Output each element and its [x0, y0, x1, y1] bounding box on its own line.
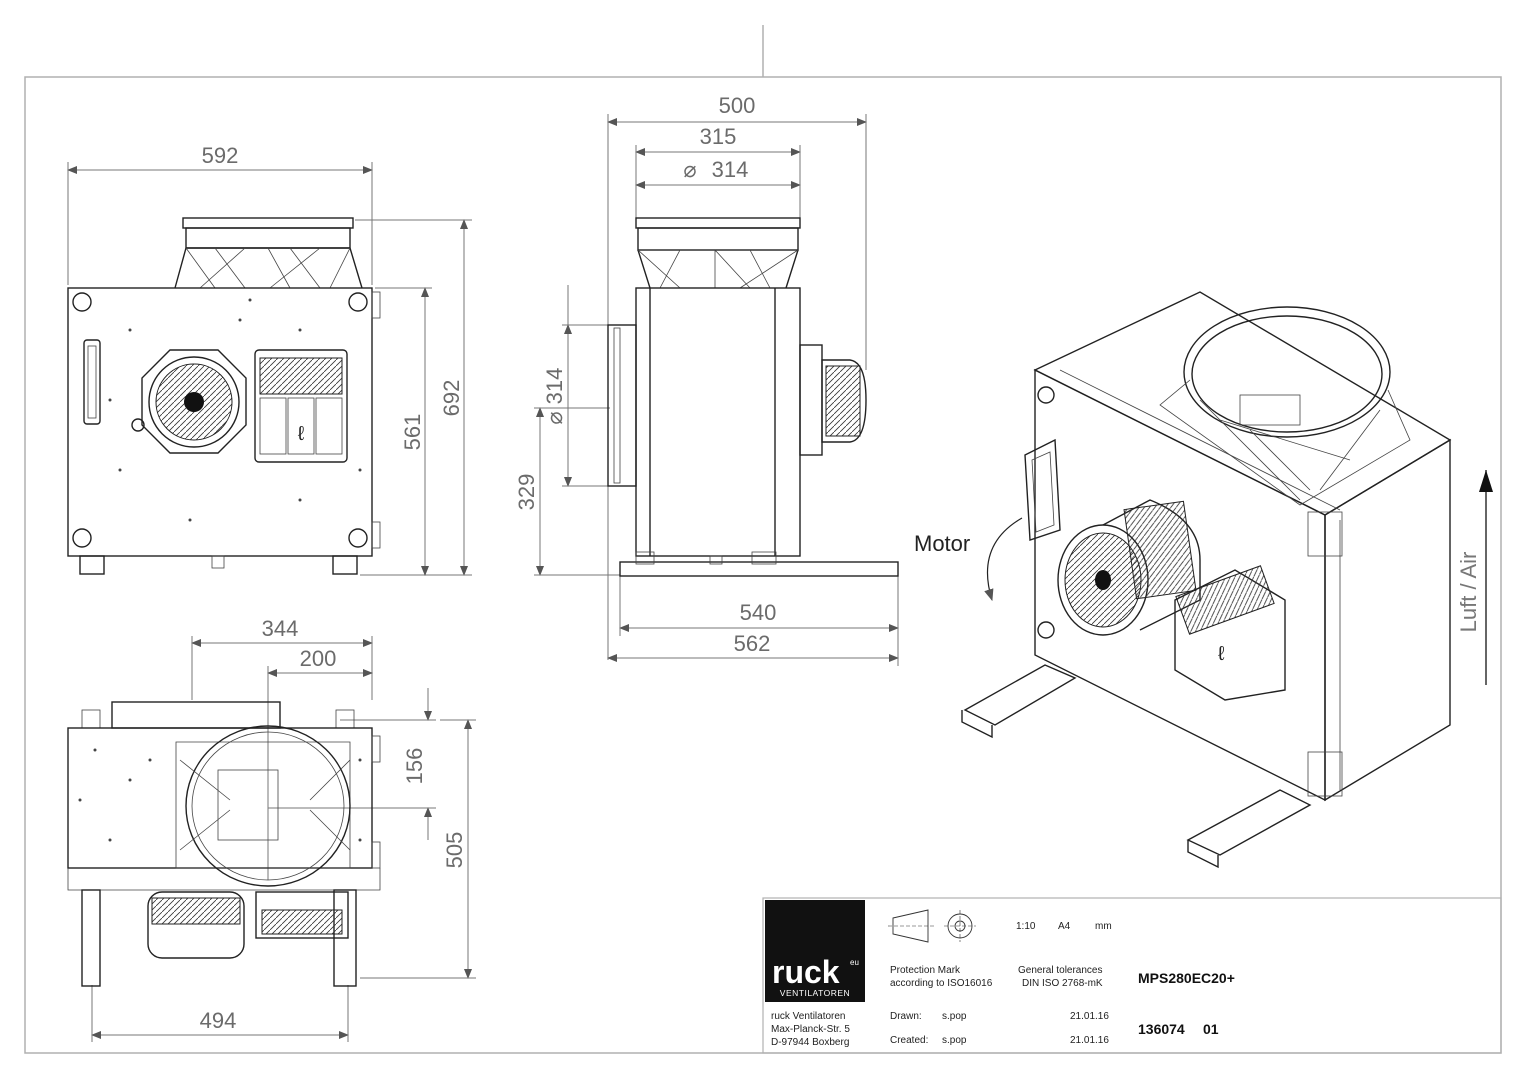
scale: 1:10 — [1016, 921, 1036, 932]
protection-value: according to ISO16016 — [890, 978, 993, 989]
dim-314-top: 314 — [712, 157, 749, 182]
isometric-view: ℓ Motor Luft / Air — [914, 291, 1493, 869]
created-label: Created: — [890, 1035, 928, 1046]
projection-symbol-icon — [888, 909, 976, 943]
unit: mm — [1095, 921, 1112, 932]
dim-505: 505 — [442, 832, 467, 869]
motor-label: Motor — [914, 531, 970, 556]
drawing-number: 136074 — [1138, 1021, 1185, 1037]
logo-tagline: VENTILATOREN — [780, 988, 850, 998]
top-view: 344 200 156 505 494 — [67, 616, 476, 1042]
dim-692: 692 — [439, 380, 464, 417]
dim-592: 592 — [202, 143, 239, 168]
paper-size: A4 — [1058, 921, 1071, 932]
drawn-date: 21.01.16 — [1070, 1011, 1109, 1022]
model-number: MPS280EC20+ — [1138, 970, 1235, 986]
dim-500: 500 — [719, 93, 756, 118]
diameter-symbol-side: ⌀ — [542, 411, 567, 424]
dim-314-side: 314 — [542, 368, 567, 405]
address-line-3: D-97944 Boxberg — [771, 1037, 849, 1048]
diameter-symbol: ⌀ — [683, 157, 696, 182]
ruck-logo — [765, 900, 865, 1002]
svg-text:ℓ: ℓ — [298, 423, 305, 445]
dim-540: 540 — [740, 600, 777, 625]
side-view: 500 315 ⌀ 314 314 ⌀ 329 540 562 — [514, 93, 899, 666]
dim-344: 344 — [262, 616, 299, 641]
created-date: 21.01.16 — [1070, 1035, 1109, 1046]
logo-brand: ruck — [772, 954, 840, 990]
rotation-arrow-icon — [984, 517, 1023, 602]
revision: 01 — [1203, 1021, 1219, 1037]
tolerance-value: DIN ISO 2768-mK — [1022, 978, 1103, 989]
dim-494: 494 — [200, 1008, 237, 1033]
address-line-2: Max-Planck-Str. 5 — [771, 1024, 850, 1035]
protection-label: Protection Mark — [890, 965, 961, 976]
dim-156: 156 — [402, 748, 427, 785]
title-block: ruck eu VENTILATOREN ruck Ventilatoren M… — [762, 897, 1502, 1054]
drawn-label: Drawn: — [890, 1011, 922, 1022]
logo-brand-sup: eu — [850, 958, 859, 967]
front-view: 592 692 561 — [67, 143, 472, 576]
dim-561: 561 — [400, 414, 425, 451]
dim-329: 329 — [514, 474, 539, 511]
drawn-by: s.pop — [942, 1011, 967, 1022]
svg-text:ℓ: ℓ — [1218, 643, 1225, 665]
created-by: s.pop — [942, 1035, 967, 1046]
tolerance-label: General tolerances — [1018, 965, 1103, 976]
address-line-1: ruck Ventilatoren — [771, 1011, 846, 1022]
dim-315: 315 — [700, 124, 737, 149]
airflow-label: Luft / Air — [1456, 552, 1481, 633]
dim-562: 562 — [734, 631, 771, 656]
dim-200: 200 — [300, 646, 337, 671]
